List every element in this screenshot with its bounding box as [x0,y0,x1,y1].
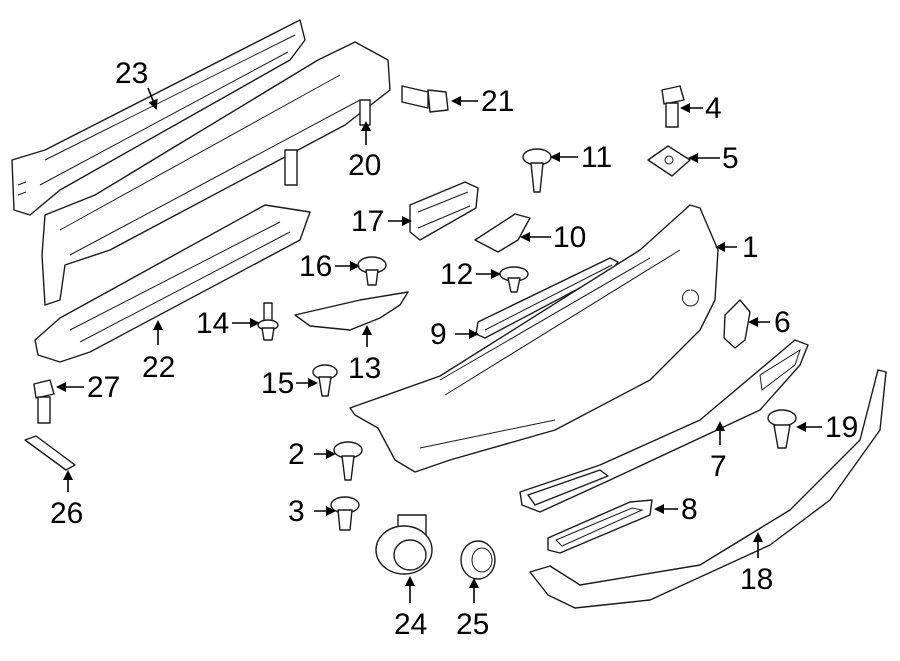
part-20-bumper-carrier [41,41,391,306]
svg-text:17: 17 [351,205,384,238]
part-26-tape-strip [24,435,76,471]
svg-text:5: 5 [722,142,739,175]
part-12-clip [499,266,529,293]
part-11-screw [522,148,552,193]
callout-20: 20 [348,121,381,182]
callout-15: 15 [261,367,318,400]
svg-text:8: 8 [681,493,698,526]
svg-text:18: 18 [740,563,773,596]
callout-6: 6 [748,306,791,339]
part-10-bracket [474,213,531,253]
callout-4: 4 [680,92,722,125]
callout-12: 12 [440,258,501,291]
svg-text:7: 7 [710,450,727,483]
callout-21: 21 [451,85,514,118]
svg-text:23: 23 [115,57,148,90]
part-7-diffuser [519,339,809,513]
svg-text:10: 10 [553,221,586,254]
svg-text:16: 16 [299,250,332,283]
part-14-clip [257,302,279,341]
svg-text:13: 13 [348,352,381,385]
svg-text:20: 20 [348,149,381,182]
callout-27: 27 [56,371,120,404]
callout-23: 23 [115,57,158,110]
callout-17: 17 [351,205,412,238]
svg-text:6: 6 [774,306,791,339]
svg-text:19: 19 [825,411,858,444]
svg-text:14: 14 [196,307,229,340]
callout-8: 8 [654,493,698,526]
svg-text:26: 26 [50,497,83,530]
svg-text:22: 22 [142,351,175,384]
part-21-bolt [401,85,449,113]
callout-13: 13 [348,325,381,385]
svg-text:4: 4 [705,92,722,125]
part-18-lower-trim [529,369,887,609]
callout-3: 3 [288,495,336,528]
callout-25: 25 [456,578,489,641]
svg-text:25: 25 [456,608,489,641]
callout-19: 19 [796,411,858,444]
callout-10: 10 [520,221,586,254]
part-13-bracket [294,291,409,331]
part-25-sensor-bezel [460,540,496,580]
svg-text:27: 27 [87,371,120,404]
callout-1: 1 [715,231,759,264]
callout-9: 9 [430,318,479,351]
part-17-reflector [409,181,479,241]
svg-text:24: 24 [394,608,427,641]
callout-16: 16 [299,250,360,283]
part-15-screw [312,364,338,397]
part-23-reinforcement-bar [11,19,306,216]
part-22-energy-absorber [34,204,311,363]
part-24-park-sensor [375,514,433,575]
svg-text:21: 21 [481,85,514,118]
svg-text:15: 15 [261,367,294,400]
part-5-clip-nut [647,145,691,177]
callout-24: 24 [394,576,427,641]
part-8-exhaust-trim [547,499,653,554]
callout-14: 14 [196,307,260,340]
part-3-clip [330,496,360,531]
svg-text:11: 11 [581,141,612,174]
svg-text:9: 9 [430,318,447,351]
part-2-screw [333,441,363,481]
callout-26: 26 [50,470,83,530]
part-19-push-clip [767,409,797,449]
callout-18: 18 [740,532,773,596]
svg-text:12: 12 [440,258,473,291]
callout-2: 2 [288,438,336,471]
part-6-cover-cap [723,299,751,349]
callout-11: 11 [550,141,612,174]
callout-5: 5 [688,142,739,175]
svg-text:1: 1 [742,231,759,264]
callout-22: 22 [142,320,175,384]
svg-text:3: 3 [288,495,305,528]
part-27-bolt [33,379,55,424]
callout-7: 7 [710,421,727,483]
svg-text:2: 2 [288,438,305,471]
part-1-bumper-cover [349,204,719,473]
part-4-bolt [661,85,685,128]
part-16-clip [357,256,387,286]
